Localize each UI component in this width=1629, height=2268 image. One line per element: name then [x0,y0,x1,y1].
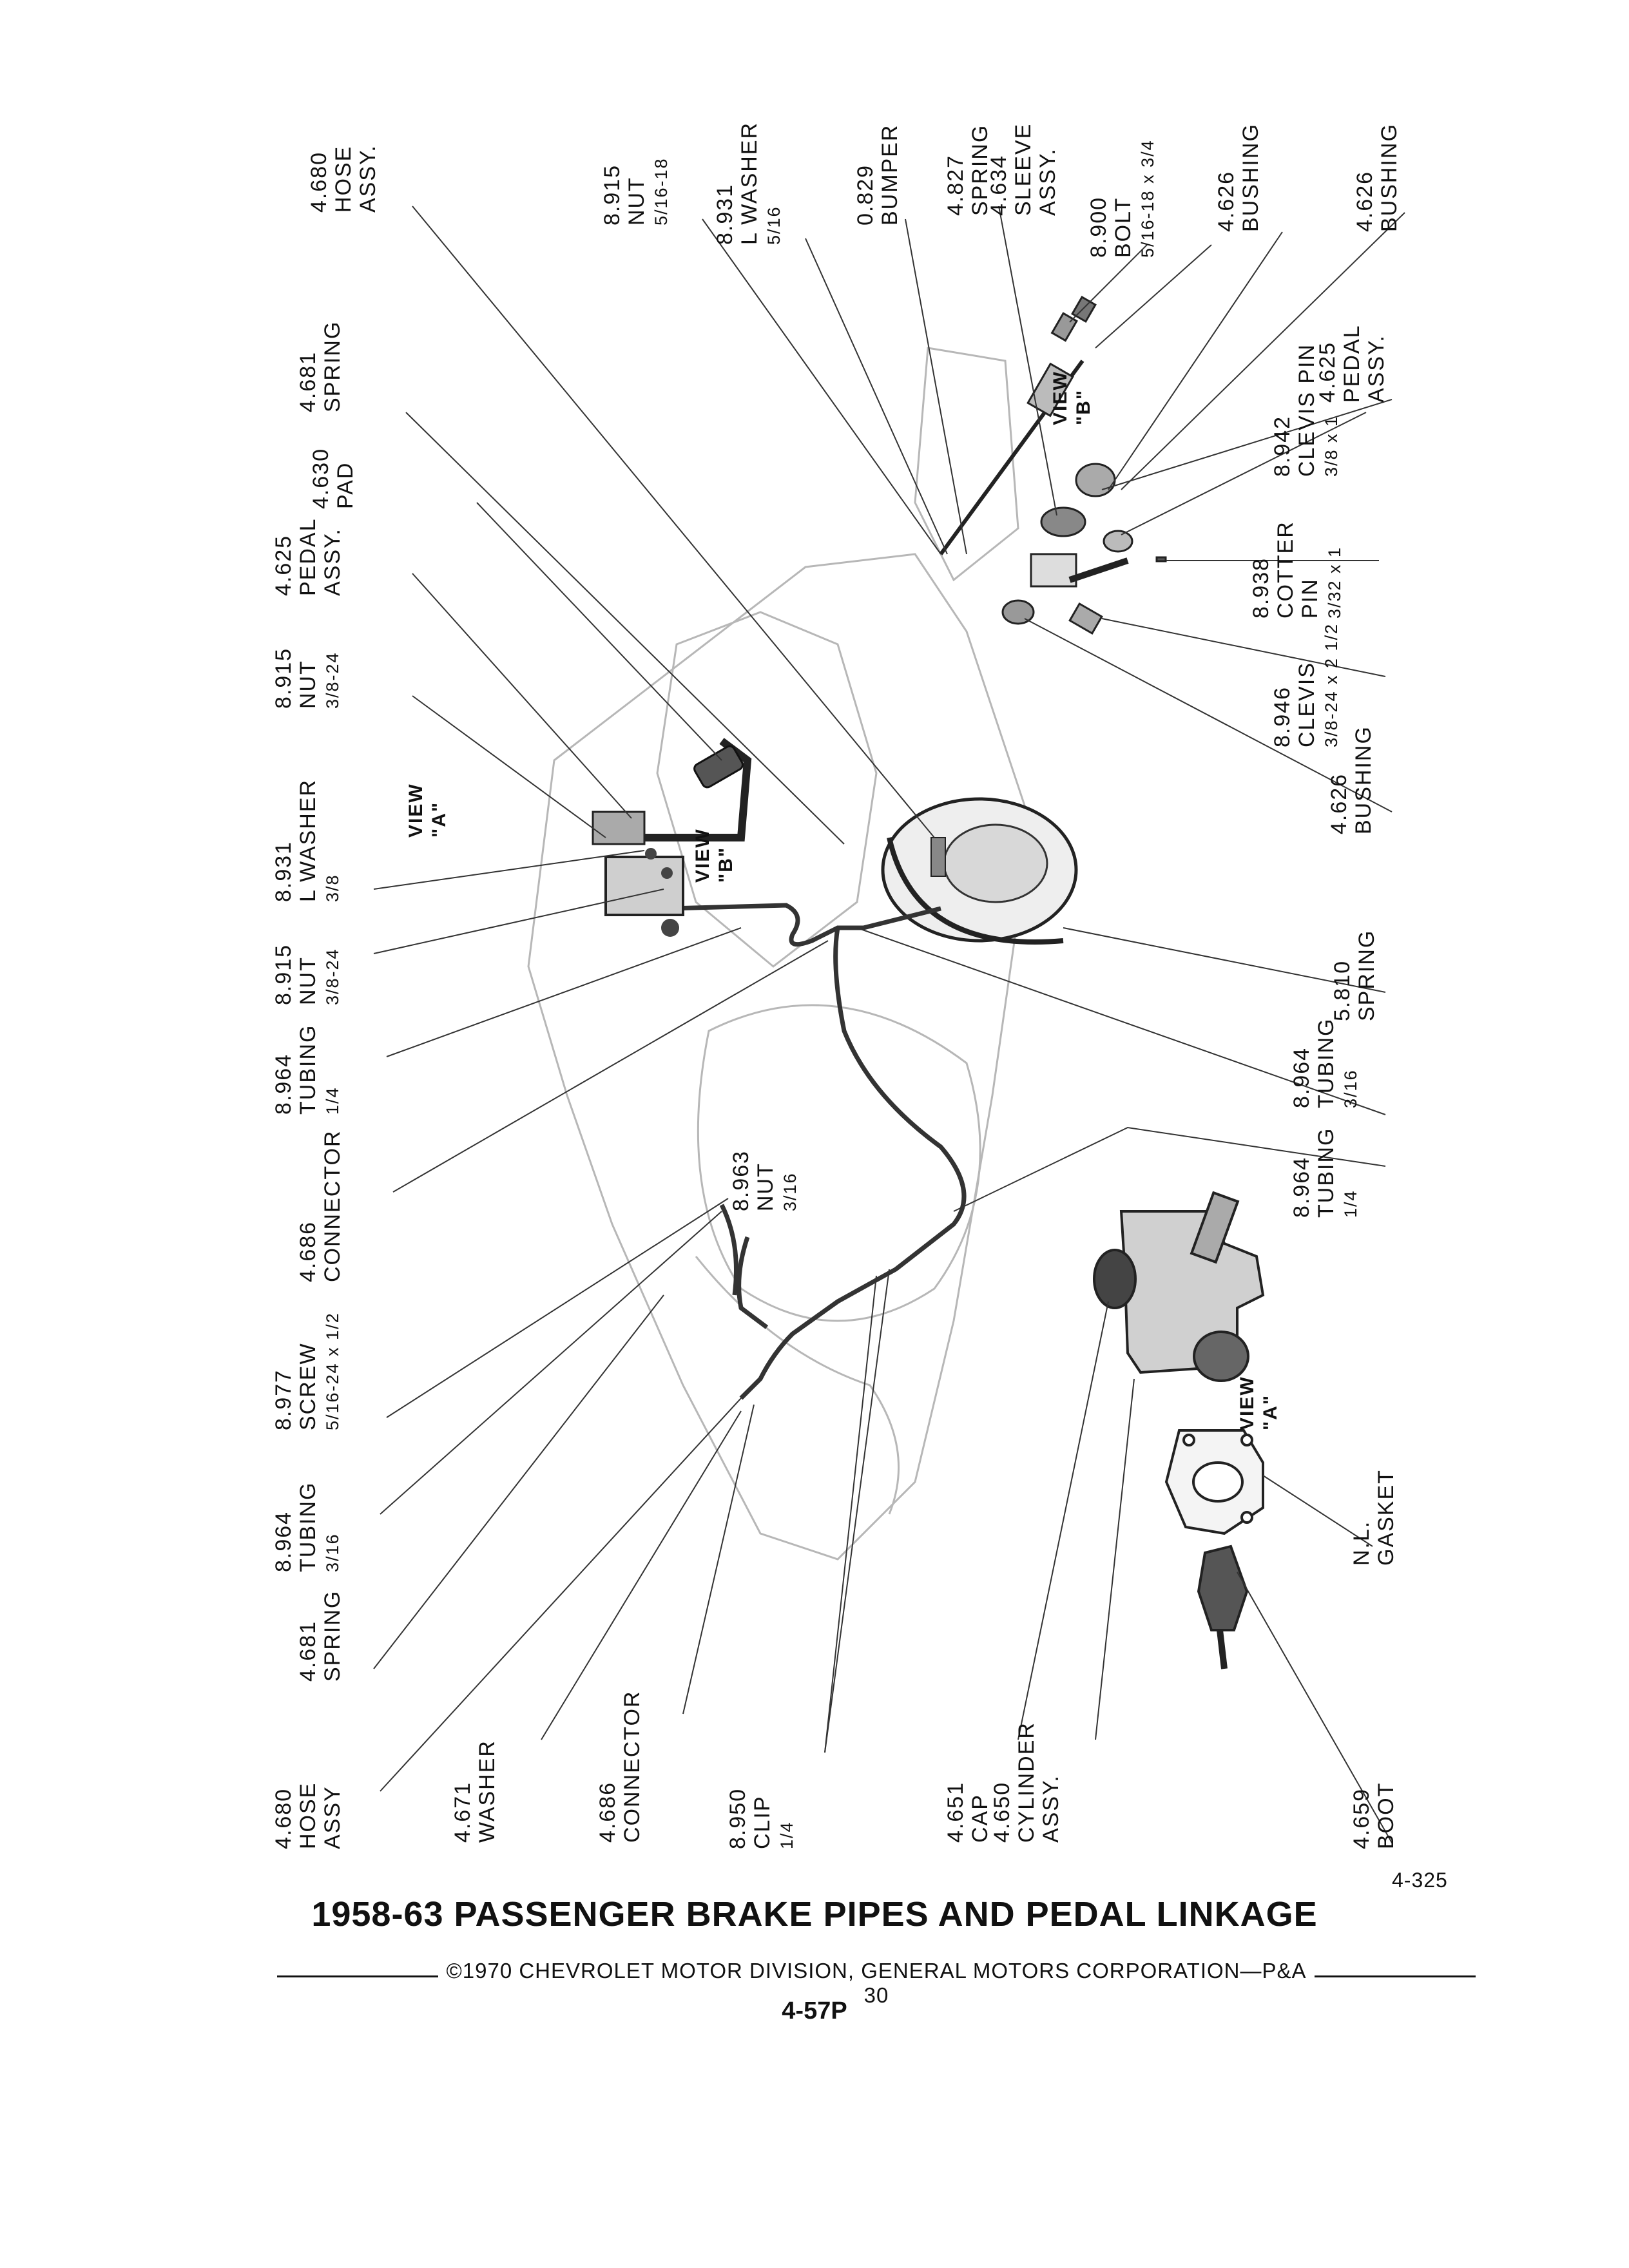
credit-rule-left [277,1975,445,1977]
figure-reference-number: 4-325 [1392,1869,1448,1892]
view-a-parts [1093,1191,1265,1669]
chassis-outline [527,347,1032,1561]
brake-tubing [670,903,967,1400]
brake-linkage-diagram [373,206,1405,1843]
credit-rule-right [1308,1975,1476,1977]
copyright-line: ©1970 CHEVROLET MOTOR DIVISION, GENERAL … [438,1959,1315,2008]
sheet-number: 4-57P [782,1997,847,2024]
leader-lines [373,206,1405,1843]
page-title: 1958-63 PASSENGER BRAKE PIPES AND PEDAL … [311,1895,1318,1934]
master-cylinder-booster [881,797,1078,945]
view-b-parts [939,295,1167,635]
credit-row: ©1970 CHEVROLET MOTOR DIVISION, GENERAL … [277,1959,1476,2008]
